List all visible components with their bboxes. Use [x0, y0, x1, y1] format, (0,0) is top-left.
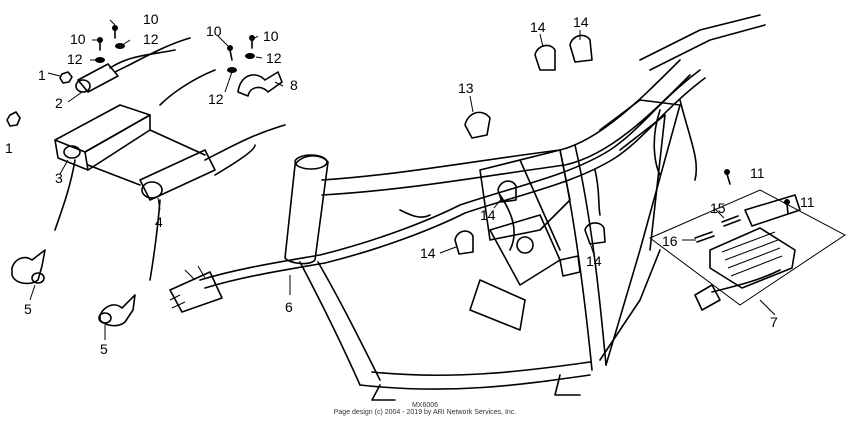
label-12-b: 12: [67, 51, 83, 67]
label-12-c: 12: [266, 50, 282, 66]
label-12-a: 12: [143, 31, 159, 47]
label-5-a: 5: [24, 301, 32, 317]
spark-plug-caps: [11, 249, 136, 327]
frame: [284, 14, 766, 401]
label-10-d: 10: [263, 28, 279, 44]
regulator-assembly: [649, 189, 846, 311]
label-7: 7: [770, 314, 778, 330]
label-16: 16: [662, 233, 678, 249]
fasteners: [6, 25, 790, 243]
label-3: 3: [55, 170, 63, 186]
label-10-c: 10: [206, 23, 222, 39]
label-1-b: 1: [38, 67, 46, 83]
label-2: 2: [55, 95, 63, 111]
label-15: 15: [710, 200, 726, 216]
label-4: 4: [155, 214, 163, 230]
label-12-d: 12: [208, 91, 224, 107]
label-6: 6: [285, 299, 293, 315]
label-13: 13: [458, 80, 474, 96]
diagram-code: MX6006: [411, 402, 439, 409]
condenser: [75, 37, 191, 93]
label-14-a: 14: [530, 19, 546, 35]
label-14-b: 14: [573, 14, 589, 30]
copyright-footer: MX6006 Page design (c) 2004 - 2019 by AR…: [0, 402, 850, 416]
label-11-a: 11: [750, 165, 765, 181]
label-1-a: 1: [5, 140, 13, 156]
label-10-b: 10: [70, 31, 86, 47]
copyright-text: Page design (c) 2004 - 2019 by ARI Netwo…: [333, 409, 517, 416]
label-14-e: 14: [586, 253, 602, 269]
part-labels: 1 1 2 3 4 5 5 6 7 8 10 10 10 10 11 11 12…: [5, 11, 815, 357]
label-11-b: 11: [800, 194, 815, 210]
label-14-c: 14: [480, 207, 496, 223]
label-8: 8: [290, 77, 298, 93]
ignition-coil: [54, 69, 286, 281]
label-10-a: 10: [143, 11, 159, 27]
leader-lines: [29, 19, 776, 340]
label-5-b: 5: [100, 341, 108, 357]
label-14-d: 14: [420, 245, 436, 261]
wire-harness: [169, 69, 706, 313]
clamps: [237, 34, 606, 277]
